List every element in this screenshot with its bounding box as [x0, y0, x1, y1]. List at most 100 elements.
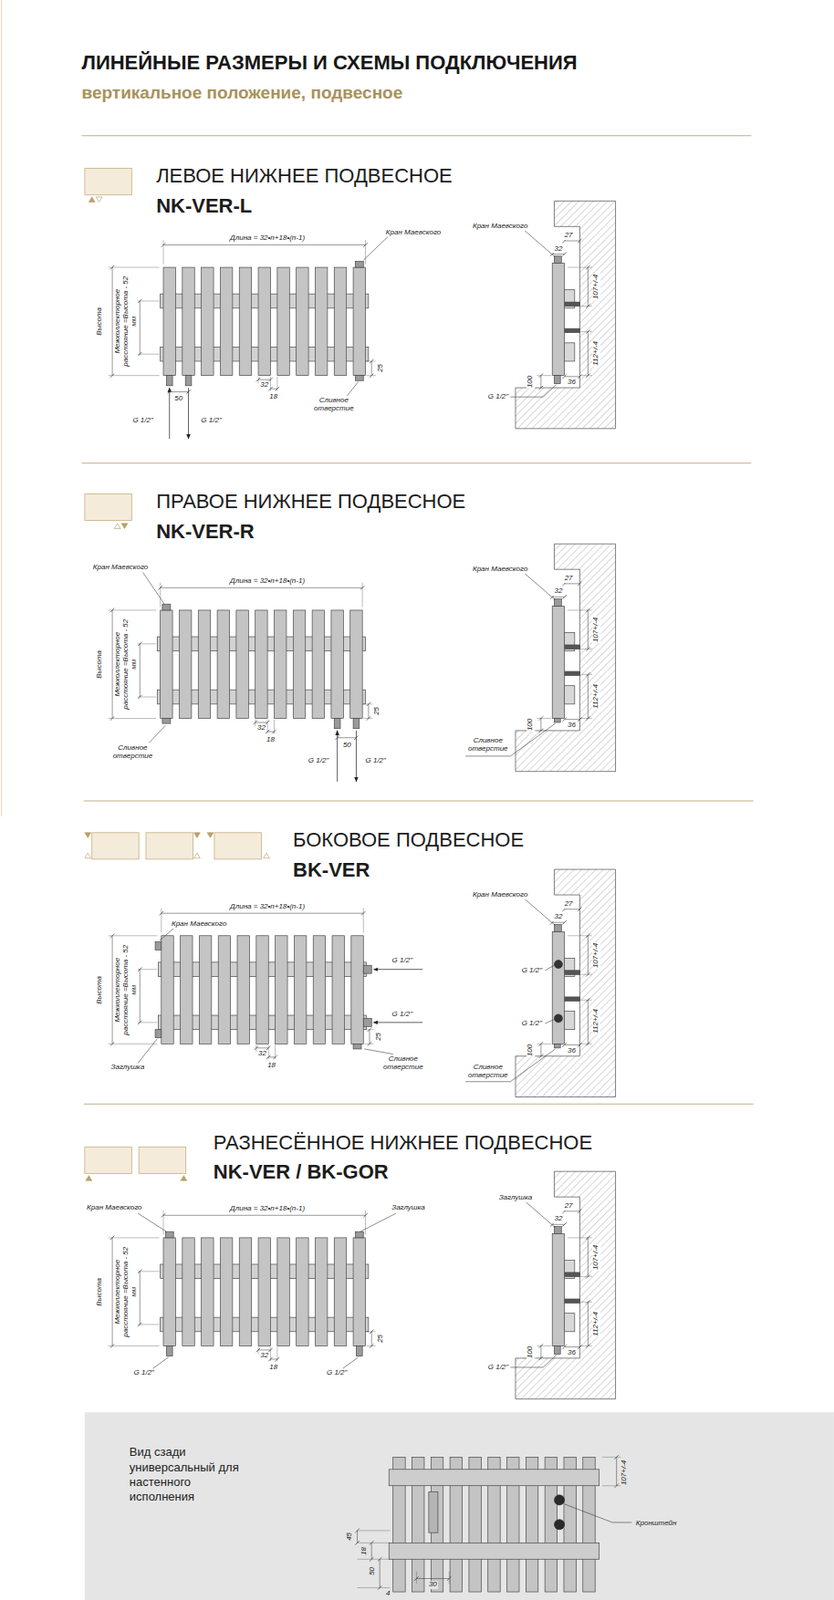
extension-line	[581, 1043, 593, 1045]
extension-line	[163, 1210, 165, 1236]
drain-plug	[353, 1043, 362, 1050]
dimension-line	[258, 1349, 271, 1351]
dimension-tick	[369, 1330, 374, 1335]
dimension-tick	[161, 242, 166, 247]
scheme-code: NK-VER / BK-GOR	[213, 1161, 389, 1184]
section-separator	[83, 801, 754, 803]
dimension-line	[587, 1302, 589, 1346]
radiator-column	[218, 936, 230, 1045]
dimension-label: Заглушка	[498, 1194, 534, 1203]
flow-triangle	[88, 197, 95, 203]
wall-section	[515, 200, 616, 428]
dimension-tick	[367, 1027, 372, 1032]
leader-line	[465, 723, 555, 757]
dimension-tick	[585, 1042, 590, 1046]
dimension-line	[540, 375, 542, 388]
extension-line	[135, 697, 157, 699]
dimension-label: 50	[342, 741, 353, 751]
dimension-line	[371, 1542, 373, 1560]
scheme-code: BK-VER	[292, 859, 370, 882]
air-valve	[162, 604, 171, 611]
dimension-label: Сливное отверстие	[380, 1055, 426, 1073]
dimension-tick	[447, 1576, 451, 1581]
flow-triangle	[85, 1176, 93, 1182]
dimension-tick	[369, 1541, 374, 1545]
dimension-line	[564, 719, 581, 720]
dimension-tick	[137, 967, 142, 971]
dimension-label: G 1/2"	[133, 1369, 156, 1378]
wall-bracket	[564, 302, 581, 306]
wall-section	[515, 1171, 616, 1399]
pipe-connection	[553, 1014, 563, 1023]
radiator-column	[239, 267, 251, 376]
extension-line	[536, 1043, 552, 1045]
pipe-stub	[553, 375, 561, 385]
dimension-label: 30	[427, 1581, 438, 1590]
dimension-tick	[614, 1483, 618, 1488]
dimension-label: G 1/2"	[521, 1020, 543, 1029]
top-fitting	[553, 256, 562, 264]
radiator-column	[351, 936, 364, 1045]
radiator-column	[552, 605, 564, 719]
dimension-tick	[585, 1300, 590, 1304]
dimension-line	[564, 908, 581, 910]
dimension-tick	[577, 717, 582, 721]
dimension-line	[371, 361, 373, 376]
leader-line	[343, 1357, 359, 1369]
dimension-label: 27	[563, 231, 574, 240]
extension-line	[581, 674, 593, 676]
pipe-stub	[553, 1345, 561, 1355]
radiator-column	[350, 610, 363, 720]
dimension-label: G 1/2"	[307, 757, 330, 766]
top-fitting	[553, 924, 562, 932]
section-separator	[82, 135, 752, 136]
leader-line	[544, 965, 554, 971]
air-valve	[165, 1231, 174, 1239]
dimension-tick	[110, 1042, 115, 1046]
extension-line	[108, 1237, 160, 1239]
dimension-tick	[585, 998, 590, 1002]
radiator-column	[163, 267, 176, 376]
leader-line	[465, 1049, 555, 1083]
dimension-label: 32	[259, 381, 270, 390]
section-heading: БОКОВОЕ ПОДВЕСНОЕ	[292, 829, 524, 852]
dimension-tick	[585, 646, 590, 651]
dimension-tick	[354, 1529, 359, 1533]
dimension-tick	[577, 582, 582, 586]
radiator-column	[217, 610, 230, 720]
radiator-column	[219, 267, 232, 376]
radiator-column	[277, 1238, 290, 1347]
drain-plug	[354, 375, 364, 382]
radiator-column	[552, 931, 564, 1044]
flow-arrow	[168, 387, 170, 439]
radiator-column	[314, 1238, 327, 1347]
dimension-label: 50	[173, 395, 184, 404]
dimension-line	[367, 704, 369, 720]
radiator-column	[314, 267, 327, 376]
wall-bracket	[564, 970, 581, 975]
dimension-line	[587, 674, 589, 719]
pipe-stub	[166, 375, 173, 386]
radiator-column	[236, 610, 249, 720]
pipe-stub	[166, 1345, 173, 1356]
end-plug	[354, 1231, 364, 1239]
dimension-label: Межколлекторное расстояние =Высота - 52 …	[113, 1240, 137, 1345]
dimension-label: G 1/2"	[131, 417, 154, 426]
pipe-stub	[363, 1018, 372, 1027]
extension-line	[581, 375, 593, 376]
extension-line	[108, 375, 160, 376]
dimension-label: 107+/-4	[592, 616, 601, 644]
dimension-line	[587, 267, 589, 307]
radiator-column	[353, 1238, 365, 1347]
dimension-line	[270, 388, 277, 390]
top-fitting	[553, 599, 562, 607]
dimension-tick	[585, 672, 590, 677]
leader-line	[524, 899, 556, 927]
radiator-column	[312, 610, 324, 720]
dimension-label: Длина = 32•n+18•(n-1)	[229, 234, 306, 243]
note-text: Вид сзади универсальный для настенного и…	[129, 1445, 244, 1505]
dimension-label: Межколлекторное расстояние =Высота - 52 …	[113, 269, 137, 374]
dimension-line	[371, 1332, 373, 1347]
radiator-column	[296, 1238, 309, 1347]
